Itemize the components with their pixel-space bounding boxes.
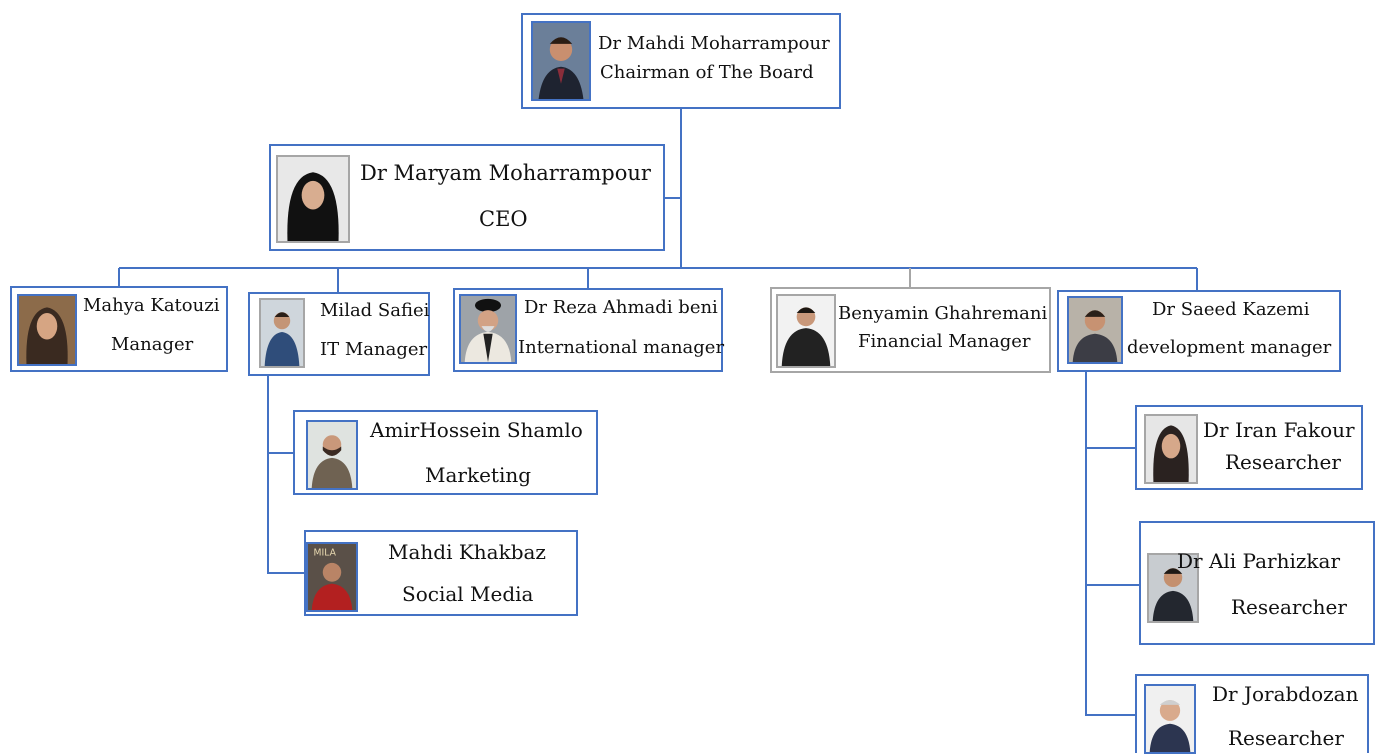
name-chairman: Dr Mahdi Moharrampour <box>598 33 830 54</box>
svg-text:MILA: MILA <box>314 547 337 558</box>
node-katouzi[interactable]: Mahya Katouzi Manager <box>10 286 228 372</box>
name-shamlo: AmirHossein Shamlo <box>370 418 583 442</box>
role-shamlo: Marketing <box>425 463 532 487</box>
node-chairman[interactable]: Dr Mahdi Moharrampour Chairman of The Bo… <box>521 13 841 109</box>
photo-ceo <box>276 155 350 243</box>
name-ghahremani: Benyamin Ghahremani <box>838 303 1048 324</box>
photo-katouzi <box>17 294 77 366</box>
photo-fakour <box>1144 414 1198 484</box>
connector-safiei-trunk <box>267 376 305 574</box>
node-shamlo[interactable]: AmirHossein Shamlo Marketing <box>293 410 598 495</box>
role-ghahremani: Financial Manager <box>858 331 1031 352</box>
photo-jorabdozan <box>1144 684 1196 754</box>
name-katouzi: Mahya Katouzi <box>83 295 220 316</box>
role-khakbaz: Social Media <box>402 582 534 606</box>
role-ahmadi: International manager <box>518 337 725 358</box>
photo-khakbaz: MILA <box>306 542 358 612</box>
node-kazemi[interactable]: Dr Saeed Kazemi development manager <box>1057 290 1341 372</box>
name-fakour: Dr Iran Fakour <box>1203 418 1355 442</box>
name-kazemi: Dr Saeed Kazemi <box>1152 299 1310 320</box>
role-safiei: IT Manager <box>320 339 428 360</box>
node-jorabdozan[interactable]: Dr Jorabdozan Researcher <box>1135 674 1369 754</box>
role-fakour: Researcher <box>1225 450 1341 474</box>
connector-kazemi-trunk <box>1085 372 1135 716</box>
name-safiei: Milad Safiei <box>320 300 430 321</box>
role-kazemi: development manager <box>1127 337 1332 358</box>
photo-shamlo <box>306 420 358 490</box>
role-parhizkar: Researcher <box>1231 595 1347 619</box>
photo-chairman <box>531 21 591 101</box>
node-ghahremani[interactable]: Benyamin Ghahremani Financial Manager <box>770 287 1051 373</box>
role-chairman: Chairman of The Board <box>600 62 814 83</box>
role-ceo: CEO <box>479 207 528 231</box>
node-ceo[interactable]: Dr Maryam Moharrampour CEO <box>269 144 665 251</box>
node-ahmadi[interactable]: Dr Reza Ahmadi beni International manage… <box>453 288 725 372</box>
role-jorabdozan: Researcher <box>1228 726 1344 750</box>
photo-ghahremani <box>776 294 836 368</box>
name-khakbaz: Mahdi Khakbaz <box>388 540 546 564</box>
photo-safiei <box>259 298 305 368</box>
photo-kazemi <box>1067 296 1123 364</box>
role-katouzi: Manager <box>111 334 194 355</box>
photo-parhizkar <box>1147 553 1199 623</box>
node-khakbaz[interactable]: MILA Mahdi Khakbaz Social Media <box>304 530 578 616</box>
node-parhizkar[interactable]: Dr Ali Parhizkar Researcher <box>1139 521 1375 645</box>
name-ahmadi: Dr Reza Ahmadi beni <box>524 297 718 318</box>
node-fakour[interactable]: Dr Iran Fakour Researcher <box>1135 405 1363 490</box>
node-safiei[interactable]: Milad Safiei IT Manager <box>248 292 430 376</box>
name-parhizkar: Dr Ali Parhizkar <box>1177 549 1341 573</box>
name-ceo: Dr Maryam Moharrampour <box>360 161 651 185</box>
name-jorabdozan: Dr Jorabdozan <box>1212 682 1359 706</box>
photo-ahmadi <box>459 294 517 364</box>
